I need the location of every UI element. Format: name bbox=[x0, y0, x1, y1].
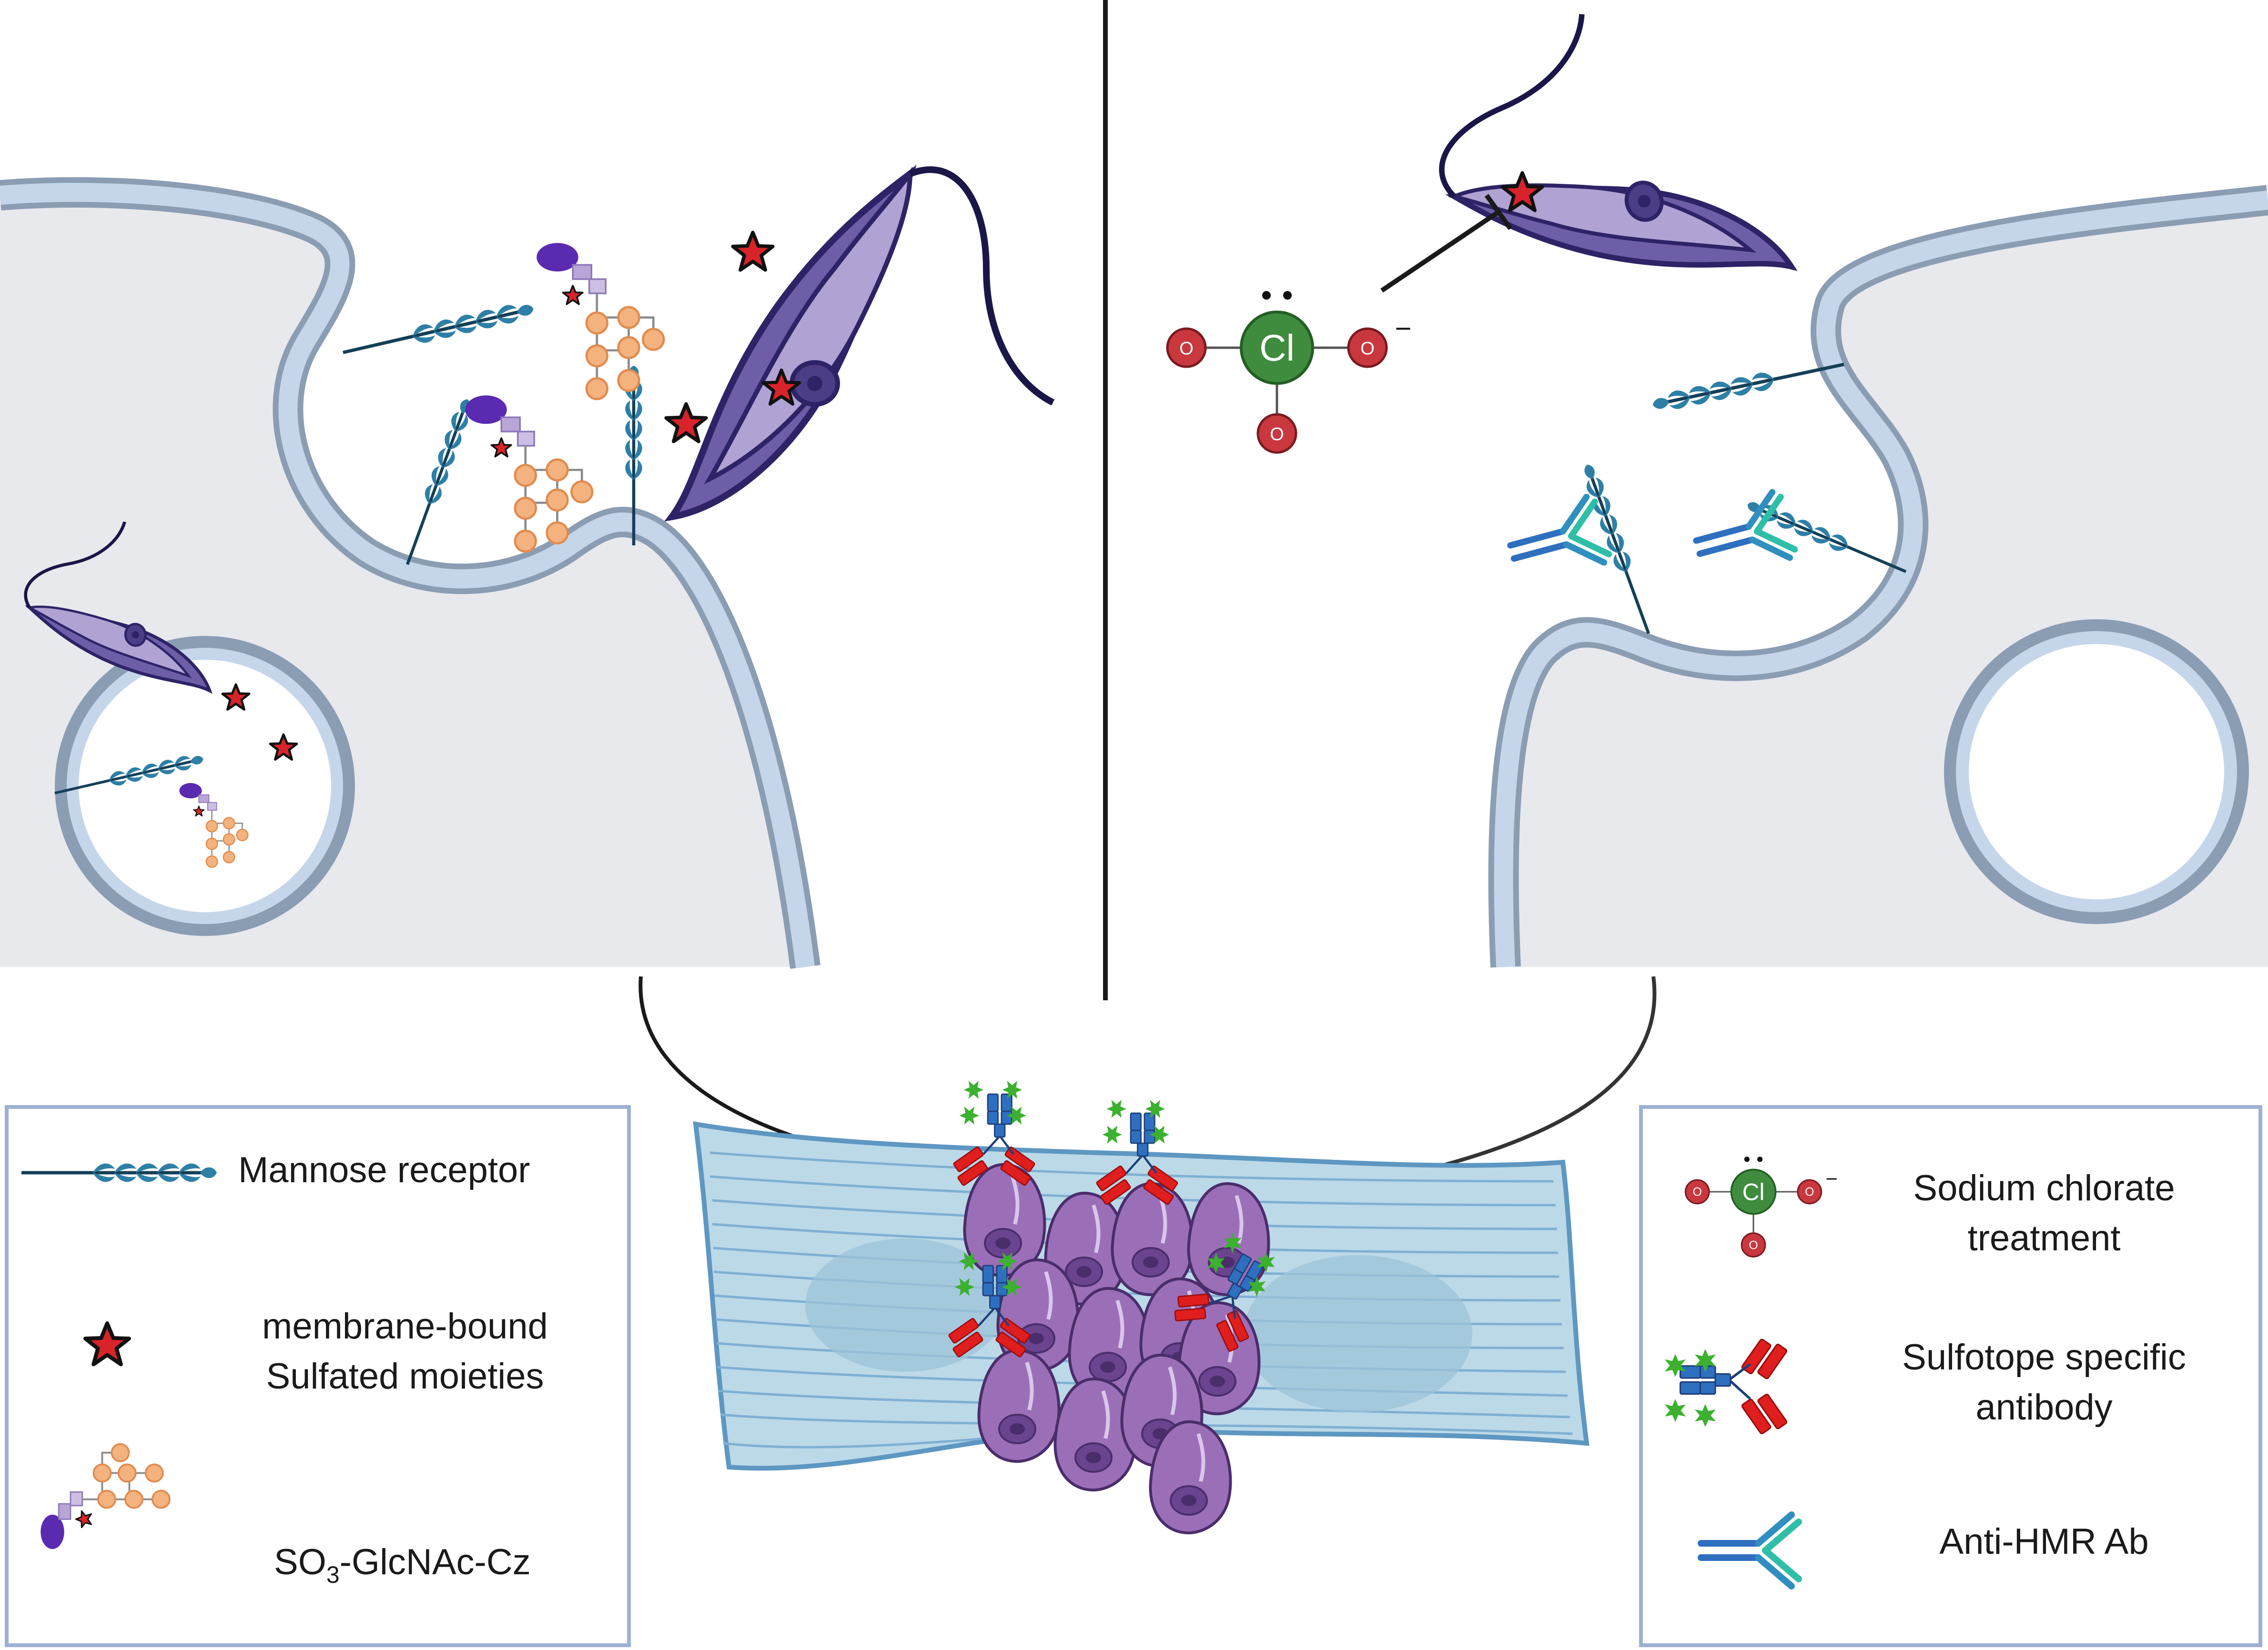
sodium-chlorate-icon: Cl O O O − bbox=[1167, 291, 1412, 453]
sodium-chlorate-icon: Cl O O O − bbox=[1684, 1156, 1838, 1258]
host-cell-left bbox=[0, 177, 820, 969]
legend-sulfotope-line2: antibody bbox=[1975, 1387, 2112, 1428]
mannose-receptor-icon bbox=[1579, 462, 1656, 636]
sulfated-star-icon bbox=[666, 404, 706, 442]
oxygen-label: O bbox=[1360, 339, 1375, 359]
host-cell-right bbox=[1488, 185, 2268, 968]
legend-glcnac: SO3-GlcNAc-Cz bbox=[274, 1542, 531, 1588]
svg-text:O: O bbox=[1749, 1239, 1758, 1252]
legend-sulfotope-line1: Sulfotope specific bbox=[1902, 1337, 2186, 1378]
mannose-receptor-icon bbox=[341, 300, 536, 362]
inhibit-arrow bbox=[1324, 976, 1657, 1193]
chlorine-label: Cl bbox=[1259, 327, 1295, 369]
svg-text:Cl: Cl bbox=[1742, 1178, 1765, 1205]
oxygen-label: O bbox=[1179, 339, 1194, 359]
anti-hmr-antibody-icon bbox=[1689, 491, 1796, 580]
legend-anti-hmr: Anti-HMR Ab bbox=[1939, 1521, 2148, 1562]
svg-text:O: O bbox=[1805, 1186, 1814, 1199]
inhibition-line-top bbox=[1380, 194, 1513, 293]
svg-text:−: − bbox=[1826, 1168, 1838, 1191]
sulfated-star-icon bbox=[733, 232, 773, 270]
legend-mannose-receptor: Mannose receptor bbox=[238, 1150, 530, 1190]
svg-text:O: O bbox=[1693, 1186, 1702, 1199]
legend-sulfated-line2: Sulfated moieties bbox=[266, 1356, 544, 1397]
trypomastigote-icon bbox=[1405, 0, 1792, 379]
legend-right: Cl O O O − Sodium chlorate treatment Sul… bbox=[1639, 1105, 2262, 1647]
glcnac-cz-icon bbox=[537, 243, 664, 399]
legend-sulfated-line1: membrane-bound bbox=[262, 1306, 548, 1347]
legend-chlorate-line1: Sodium chlorate bbox=[1913, 1168, 2175, 1208]
legend-chlorate-line2: treatment bbox=[1967, 1218, 2120, 1258]
charge-label: − bbox=[1395, 312, 1411, 344]
legend-left: Mannose receptor membrane-bound Sulfated… bbox=[5, 1105, 631, 1647]
mannose-receptor-icon bbox=[400, 396, 476, 567]
oxygen-label: O bbox=[1270, 424, 1284, 444]
trypomastigote-icon bbox=[672, 170, 1053, 517]
right-parasite bbox=[1380, 0, 1792, 379]
